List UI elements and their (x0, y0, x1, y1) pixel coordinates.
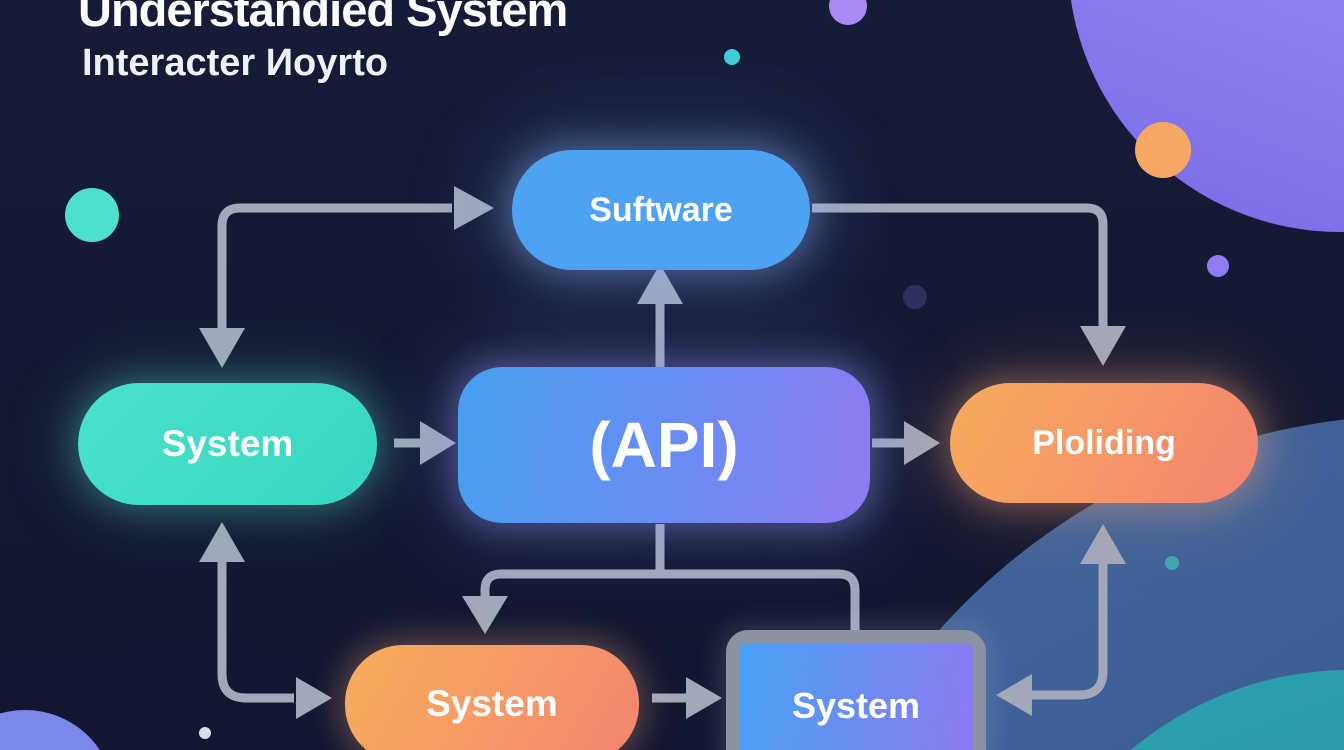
decor-dot-teal-bottomright (1165, 556, 1179, 570)
node-system-device-label: System (791, 685, 921, 726)
decor-dot-dark-middle (903, 285, 927, 309)
title-line-2: Interacter Иoyrto (82, 41, 389, 84)
connector-software-to-ploliding (812, 203, 1108, 328)
page-title: Understandied System Interacter Иoyrto (78, 0, 568, 85)
node-api: (API) (458, 367, 870, 523)
arrowhead-into-system-left (199, 328, 245, 368)
arrowhead-up-into-system-left (199, 522, 245, 562)
connector-elbow-topleft (217, 203, 452, 332)
arrowhead-into-ploliding-left (904, 421, 940, 465)
node-system-left: System (78, 383, 377, 505)
decor-dot-purple-right (1207, 255, 1229, 277)
node-system-device-frame: System (726, 630, 986, 750)
decor-dot-white-bottomleft (199, 727, 211, 739)
decor-dot-teal-topleft (65, 188, 119, 242)
node-system-bottom-label: System (426, 683, 558, 724)
arrowhead-up-into-ploliding (1080, 524, 1126, 564)
arrowhead-into-device-left (686, 677, 722, 719)
arrowhead-into-system-bottom-top (462, 596, 508, 634)
node-ploliding: Ploliding (950, 383, 1258, 503)
node-system-left-label: System (161, 423, 294, 464)
arrowhead-into-software (454, 186, 494, 230)
arrowhead-into-ploliding-top (1080, 326, 1126, 366)
node-ploliding-label: Ploliding (1032, 423, 1176, 462)
node-software-label: Suftware (589, 190, 733, 229)
decor-dot-teal-topmiddle (724, 49, 740, 65)
decor-dot-orange-topright (1135, 122, 1191, 178)
node-system-device-screen: System (739, 643, 973, 750)
arrowhead-into-api-left (420, 421, 456, 465)
connector-elbow-bottomleft (217, 558, 294, 703)
node-software: Suftware (512, 150, 810, 270)
title-line-1: Understandied System (78, 0, 568, 36)
arrowhead-into-device-right (996, 674, 1032, 716)
arrowhead-up-into-software (637, 264, 683, 304)
arrowhead-into-system-bottom-left (296, 677, 332, 719)
connector-branch-down (480, 569, 860, 642)
node-system-bottom: System (345, 645, 639, 750)
connector-elbow-bottomright (1032, 560, 1108, 700)
node-api-label: (API) (589, 409, 739, 481)
